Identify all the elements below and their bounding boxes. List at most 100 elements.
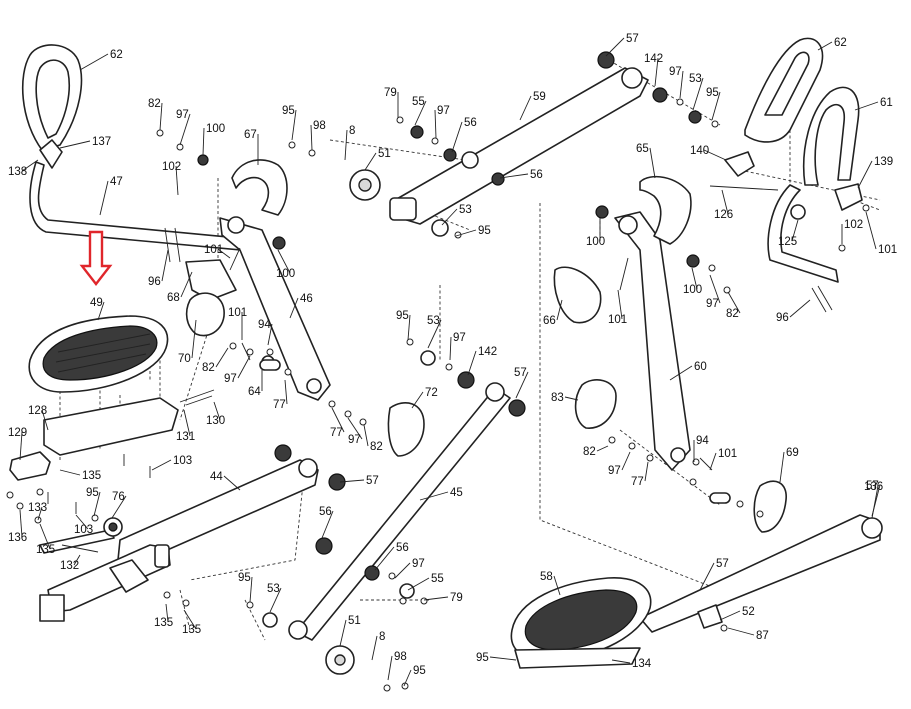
leader-line bbox=[321, 510, 334, 539]
leader-line bbox=[217, 248, 231, 259]
part-number-label: 66 bbox=[543, 315, 556, 327]
part-number-label: 100 bbox=[683, 284, 702, 296]
leader-line bbox=[441, 208, 458, 226]
leader-line bbox=[427, 319, 442, 349]
part-number-label: 51 bbox=[378, 148, 391, 160]
leader-line bbox=[649, 147, 656, 179]
part-number-label: 95 bbox=[238, 572, 251, 584]
leader-line bbox=[817, 41, 833, 51]
right-upper-arm bbox=[614, 211, 691, 471]
part-number-label: 70 bbox=[178, 353, 191, 365]
leader-line bbox=[99, 180, 109, 216]
part-number-label: 101 bbox=[204, 244, 223, 256]
left-upper-arm bbox=[219, 216, 331, 401]
callout-leaders bbox=[19, 37, 881, 687]
part-number-label: 98 bbox=[313, 120, 326, 132]
crossbar bbox=[389, 67, 649, 225]
leader-line bbox=[553, 575, 561, 596]
part-number-label: 65 bbox=[636, 143, 649, 155]
leader-line bbox=[434, 109, 437, 139]
leader-line bbox=[339, 479, 365, 483]
part-number-label: 100 bbox=[586, 236, 605, 248]
part-number-label: 57 bbox=[626, 33, 639, 45]
right-upper-handlebar bbox=[744, 37, 860, 283]
leader-line bbox=[175, 165, 179, 196]
part-number-label: 97 bbox=[412, 558, 425, 570]
part-number-label: 97 bbox=[706, 298, 719, 310]
part-number-label: 95 bbox=[282, 105, 295, 117]
assembly-guide-lines bbox=[59, 54, 881, 641]
part-number-label: 82 bbox=[726, 308, 739, 320]
leader-line bbox=[161, 249, 169, 282]
leader-line bbox=[499, 173, 529, 179]
part-number-label: 142 bbox=[478, 346, 497, 358]
part-number-label: 57 bbox=[716, 558, 729, 570]
part-number-label: 55 bbox=[412, 96, 425, 108]
leader-line bbox=[267, 323, 273, 346]
part-number-label: 131 bbox=[176, 431, 195, 443]
part-number-label: 102 bbox=[162, 161, 181, 173]
part-number-label: 130 bbox=[206, 415, 225, 427]
leader-line bbox=[605, 37, 625, 57]
down-arrow-icon bbox=[79, 230, 113, 286]
part-number-label: 56 bbox=[464, 117, 477, 129]
leader-line bbox=[703, 149, 727, 161]
leader-line bbox=[455, 229, 477, 237]
part-number-label: 103 bbox=[74, 524, 93, 536]
leader-line bbox=[93, 491, 101, 517]
leader-line bbox=[556, 299, 563, 321]
fasteners bbox=[6, 98, 870, 692]
right-pedal bbox=[510, 577, 652, 669]
leader-line bbox=[721, 189, 729, 215]
leader-line bbox=[779, 451, 785, 483]
leader-line bbox=[854, 101, 879, 111]
cover-69 bbox=[753, 480, 787, 533]
part-number-label: 100 bbox=[206, 123, 225, 135]
leader-line bbox=[59, 140, 91, 149]
leader-line bbox=[364, 152, 377, 171]
leader-line bbox=[564, 396, 579, 401]
part-number-label: 53 bbox=[427, 315, 440, 327]
part-number-label: 47 bbox=[110, 176, 123, 188]
part-number-label: 135 bbox=[36, 544, 55, 556]
leader-line bbox=[711, 91, 721, 121]
cover-72 bbox=[387, 402, 425, 457]
leader-line bbox=[363, 424, 369, 447]
leader-line bbox=[411, 391, 424, 409]
part-number-label: 57 bbox=[866, 480, 879, 492]
leader-line bbox=[215, 347, 229, 368]
part-number-label: 142 bbox=[644, 53, 663, 65]
cover-83 bbox=[574, 379, 617, 429]
part-number-label: 69 bbox=[786, 447, 799, 459]
part-number-label: 62 bbox=[834, 37, 847, 49]
leader-line bbox=[347, 417, 363, 440]
part-number-label: 138 bbox=[8, 166, 27, 178]
leader-line bbox=[183, 409, 191, 437]
leader-line bbox=[515, 371, 529, 399]
part-number-label: 97 bbox=[453, 332, 466, 344]
leader-line bbox=[519, 95, 532, 121]
part-number-label: 101 bbox=[718, 448, 737, 460]
leader-line bbox=[269, 587, 282, 613]
leader-line bbox=[791, 219, 799, 242]
part-number-label: 53 bbox=[267, 583, 280, 595]
part-number-label: 77 bbox=[631, 476, 644, 488]
part-number-label: 82 bbox=[148, 98, 161, 110]
leader-line bbox=[403, 669, 412, 687]
leader-line bbox=[180, 271, 193, 298]
leader-line bbox=[644, 461, 649, 482]
part-number-label: 79 bbox=[450, 592, 463, 604]
leader-line bbox=[617, 289, 623, 320]
base-frame bbox=[39, 529, 171, 622]
leader-line bbox=[19, 509, 23, 538]
part-number-label: 77 bbox=[330, 427, 343, 439]
left-pedal bbox=[9, 315, 179, 481]
leader-line bbox=[277, 249, 291, 274]
leader-line bbox=[407, 577, 430, 591]
part-number-label: 97 bbox=[348, 434, 361, 446]
leader-line bbox=[165, 603, 169, 623]
leader-line bbox=[21, 159, 39, 172]
